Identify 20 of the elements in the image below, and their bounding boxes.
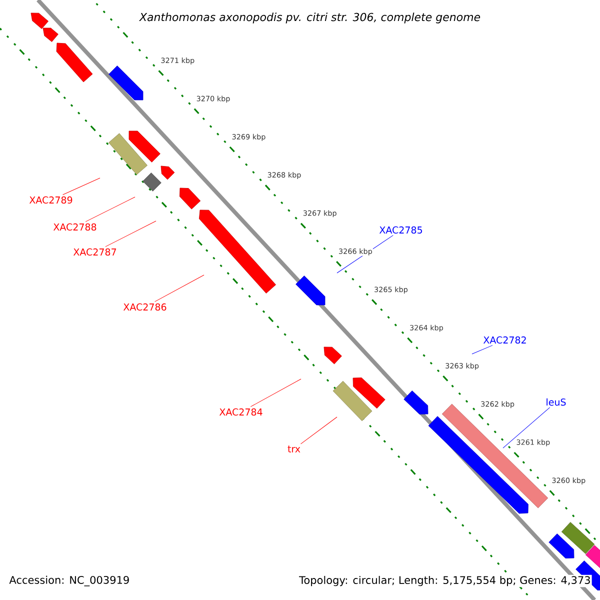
gene-label: XAC2782: [483, 336, 526, 344]
gene-label: XAC2785: [379, 226, 422, 234]
leader-line: [250, 378, 302, 407]
gene-label: XAC2784: [219, 408, 262, 416]
gene-label: XAC2789: [29, 196, 72, 204]
leader-line: [502, 407, 550, 448]
gene-label: leuS: [546, 398, 566, 406]
gene-label: trx: [288, 446, 300, 452]
gene-label: XAC2788: [53, 223, 96, 231]
leader-line: [62, 178, 100, 195]
footer-text: Topology: circular; Length: 5,175,554 bp; Genes: 4,373: [298, 574, 592, 588]
leader-line: [472, 345, 493, 354]
leader-line: [105, 220, 156, 247]
leader-line: [154, 274, 204, 302]
title: Xanthomonas axonopodis pv. citri str. 306, complete genome: [138, 12, 482, 24]
gene-label: XAC2787: [73, 248, 116, 256]
leader-line: [300, 416, 338, 444]
leader-line: [85, 196, 136, 222]
gene-label: XAC2786: [123, 303, 166, 311]
footer-text: Accession: NC_003919: [8, 574, 131, 588]
